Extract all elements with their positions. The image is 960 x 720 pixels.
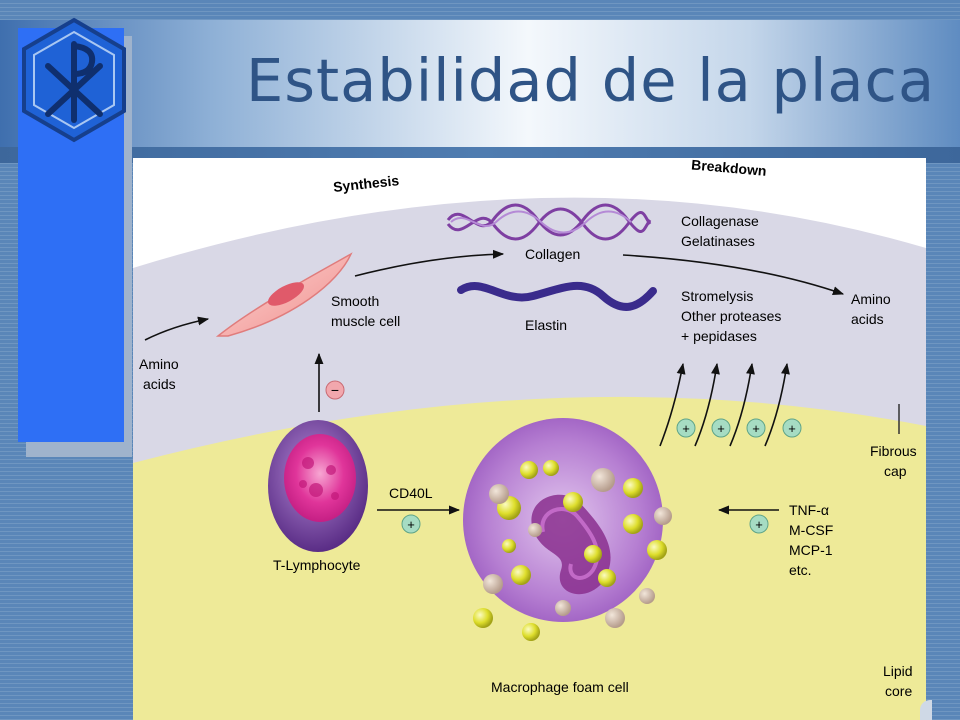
svg-text:+: + bbox=[682, 421, 690, 436]
svg-text:−: − bbox=[331, 382, 339, 398]
lipid-droplets-yellow bbox=[473, 460, 667, 641]
cytokine-label-3: MCP-1 bbox=[789, 542, 833, 558]
lipid-core-label-line1: Lipid bbox=[883, 663, 913, 679]
fibrous-cap-label-line1: Fibrous bbox=[870, 443, 917, 459]
arrow-smc-to-collagen bbox=[354, 249, 505, 277]
smooth-muscle-label-line1: Smooth bbox=[331, 293, 379, 309]
plus-badge-3: + bbox=[746, 418, 766, 438]
arrow-up-3 bbox=[729, 362, 755, 447]
plus-badge-2: + bbox=[711, 418, 731, 438]
svg-text:+: + bbox=[755, 517, 763, 532]
vessel-lumen-region bbox=[133, 158, 926, 268]
amino-acids-right-line1: Amino bbox=[851, 291, 891, 307]
enzymes-label-1-line2: Gelatinases bbox=[681, 233, 755, 249]
fibrous-cap-label-line2: cap bbox=[884, 463, 907, 479]
arrow-amino-to-smc bbox=[144, 316, 210, 341]
cd40l-label: CD40L bbox=[389, 485, 433, 501]
macrophage-label: Macrophage foam cell bbox=[491, 679, 629, 695]
cytokine-label-2: M-CSF bbox=[789, 522, 833, 538]
svg-text:+: + bbox=[752, 421, 760, 436]
synthesis-heading: Synthesis bbox=[332, 172, 400, 195]
arrow-up-1 bbox=[659, 362, 686, 447]
enzymes-label-2-line2: Other proteases bbox=[681, 308, 781, 324]
enzymes-label-1-line1: Collagenase bbox=[681, 213, 759, 229]
t-lymphocyte-cell bbox=[268, 420, 368, 552]
arrow-collagen-to-amino bbox=[622, 254, 845, 295]
elastin-label: Elastin bbox=[525, 317, 567, 333]
lipid-core-label-line2: core bbox=[885, 683, 912, 699]
amino-acids-left-line2: acids bbox=[143, 376, 176, 392]
t-lymphocyte-label: T-Lymphocyte bbox=[273, 557, 361, 573]
svg-text:+: + bbox=[717, 421, 725, 436]
lipid-droplets-tan bbox=[483, 468, 672, 628]
collagen-fiber bbox=[446, 203, 652, 241]
arrow-up-4 bbox=[764, 362, 790, 447]
breakdown-heading: Breakdown bbox=[691, 158, 768, 179]
header-band bbox=[0, 20, 960, 148]
slide-title: Estabilidad de la placa bbox=[246, 46, 936, 115]
arrow-up-2 bbox=[694, 362, 720, 447]
enzymes-label-2-line3: + pepidases bbox=[681, 328, 757, 344]
smooth-muscle-label-line2: muscle cell bbox=[331, 313, 400, 329]
minus-badge: − bbox=[325, 380, 345, 400]
page-number-tab bbox=[920, 700, 932, 720]
plus-badge-4: + bbox=[782, 418, 802, 438]
enzymes-label-2-line1: Stromelysis bbox=[681, 288, 753, 304]
plaque-stability-diagram: Synthesis Breakdown Collagen Elastin Smo… bbox=[133, 158, 926, 720]
svg-text:+: + bbox=[788, 421, 796, 436]
plus-badge-1: + bbox=[676, 418, 696, 438]
plus-badge-cd40l: + bbox=[401, 514, 421, 534]
plus-badge-cytokines: + bbox=[749, 514, 769, 534]
cytokine-label-4: etc. bbox=[789, 562, 812, 578]
amino-acids-left-line1: Amino bbox=[139, 356, 179, 372]
chi-rho-hexagon-icon bbox=[22, 17, 126, 143]
smooth-muscle-cell bbox=[215, 252, 353, 337]
cytokine-label-1: TNF-α bbox=[789, 502, 829, 518]
amino-acids-right-line2: acids bbox=[851, 311, 884, 327]
macrophage-foam-cell bbox=[463, 418, 672, 641]
collagen-label: Collagen bbox=[525, 246, 580, 262]
elastin-fiber bbox=[457, 281, 657, 311]
svg-text:+: + bbox=[407, 517, 415, 532]
